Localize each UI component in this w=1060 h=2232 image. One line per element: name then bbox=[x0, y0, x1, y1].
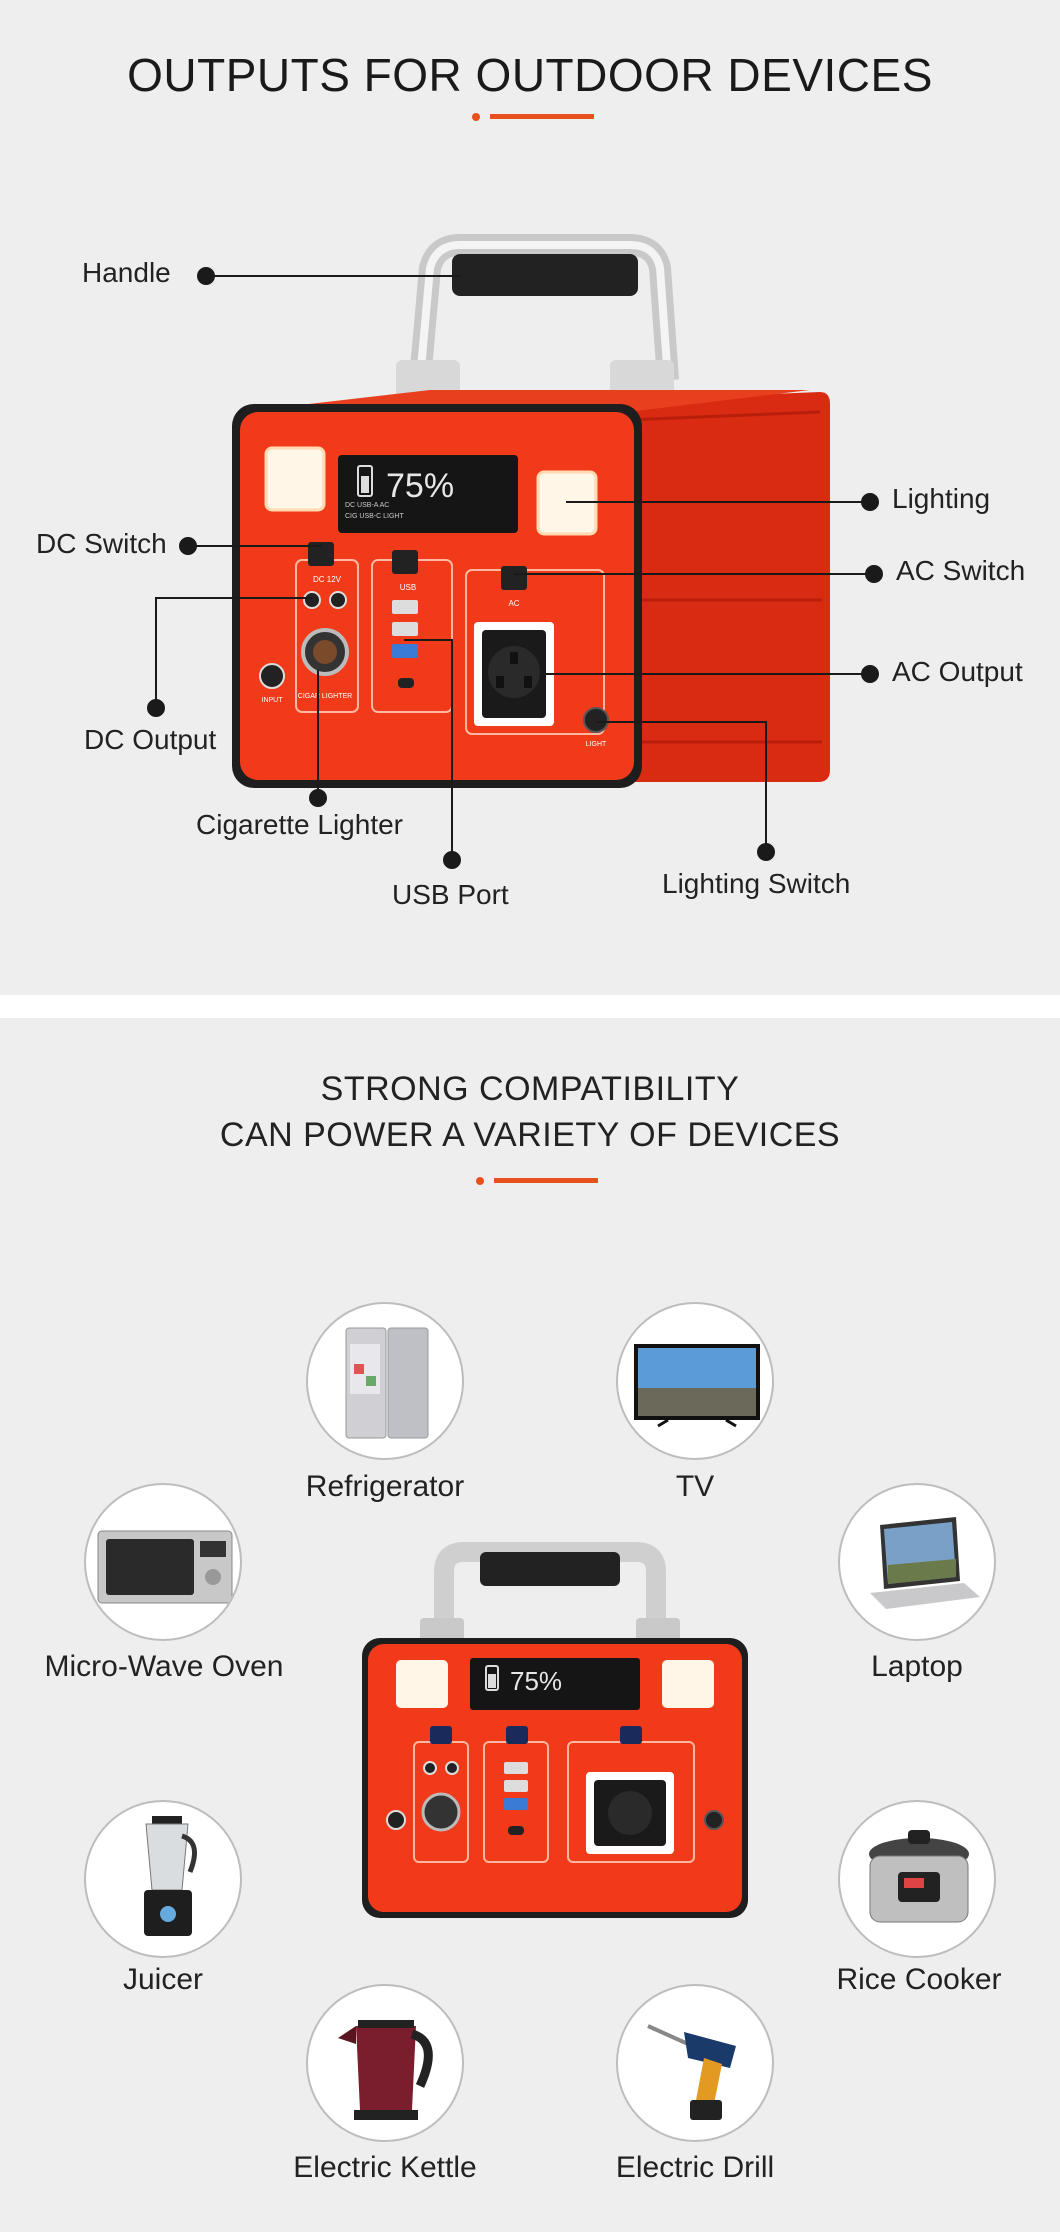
callout-lighting: Lighting bbox=[892, 483, 991, 514]
svg-text:LIGHT: LIGHT bbox=[586, 741, 607, 748]
compat-title-line1: STRONG COMPATIBILITY bbox=[320, 1070, 740, 1108]
compatibility-panel: STRONG COMPATIBILITY CAN POWER A VARIETY… bbox=[0, 1018, 1060, 2232]
display-percent: 75% bbox=[386, 467, 454, 505]
outputs-title: OUTPUTS FOR OUTDOOR DEVICES bbox=[127, 49, 933, 101]
compat-title-line2: CAN POWER A VARIETY OF DEVICES bbox=[219, 1116, 841, 1154]
callout-dc-output: DC Output bbox=[84, 724, 217, 755]
callout-ac-output: AC Output bbox=[892, 656, 1023, 687]
drill-image bbox=[616, 1984, 774, 2142]
title-underline bbox=[472, 113, 594, 121]
svg-text:INPUT: INPUT bbox=[262, 697, 284, 704]
label-laptop: Laptop bbox=[871, 1650, 963, 1683]
display-percent-2: 75% bbox=[510, 1666, 562, 1696]
power-station-image: 75% DC USB-A AC CIG USB-C LIGHT DC 12V C… bbox=[147, 234, 883, 869]
callout-usb-port: USB Port bbox=[392, 879, 509, 910]
rice-cooker-image bbox=[838, 1800, 996, 1958]
laptop-image bbox=[838, 1483, 996, 1641]
callout-ac-switch: AC Switch bbox=[896, 555, 1026, 586]
svg-text:USB: USB bbox=[400, 583, 416, 592]
outputs-panel: OUTPUTS FOR OUTDOOR DEVICES 75% DC USB-A… bbox=[0, 0, 1060, 995]
title-underline-2 bbox=[476, 1177, 598, 1185]
label-rice-cooker: Rice Cooker bbox=[836, 1963, 1002, 1996]
tv-image bbox=[616, 1302, 774, 1460]
microwave-image bbox=[84, 1483, 242, 1641]
callout-handle: Handle bbox=[82, 257, 171, 288]
svg-text:CIGAR LIGHTER: CIGAR LIGHTER bbox=[298, 693, 352, 700]
label-tv: TV bbox=[675, 1470, 715, 1503]
refrigerator-image bbox=[306, 1302, 464, 1460]
dc-module-label: DC 12V bbox=[313, 575, 342, 584]
svg-text:CIG USB-C LIGHT: CIG USB-C LIGHT bbox=[345, 513, 404, 520]
callout-cigarette-lighter: Cigarette Lighter bbox=[196, 809, 404, 840]
svg-text:AC: AC bbox=[508, 599, 519, 608]
label-microwave: Micro-Wave Oven bbox=[44, 1650, 284, 1683]
svg-text:DC USB-A AC: DC USB-A AC bbox=[345, 502, 389, 509]
handle-graphic bbox=[396, 234, 679, 400]
label-juicer: Juicer bbox=[122, 1963, 204, 1996]
callout-dc-switch: DC Switch bbox=[36, 528, 167, 559]
juicer-image bbox=[84, 1800, 242, 1958]
label-kettle: Electric Kettle bbox=[293, 2151, 477, 2184]
kettle-image bbox=[306, 1984, 464, 2142]
power-station-front-image: 75% bbox=[362, 1542, 748, 1918]
callout-lighting-switch: Lighting Switch bbox=[662, 868, 851, 899]
label-drill: Electric Drill bbox=[615, 2151, 775, 2184]
label-refrigerator: Refrigerator bbox=[305, 1470, 465, 1503]
